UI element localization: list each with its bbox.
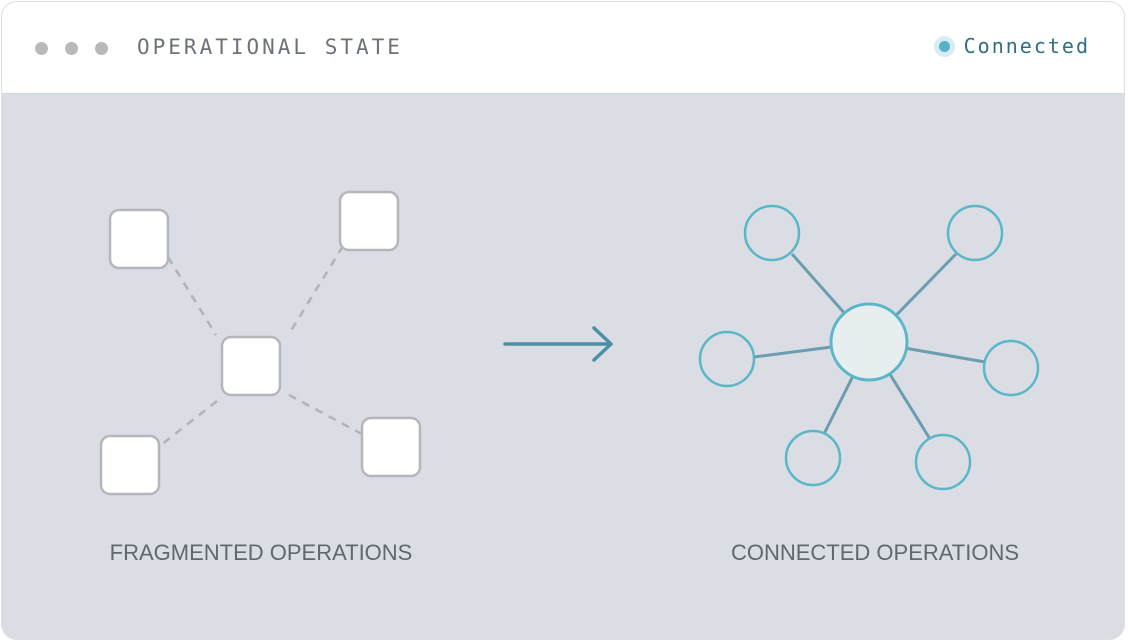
operations-diagram: [99, 190, 1040, 496]
title-bar: OPERATIONAL STATE Connected: [2, 2, 1124, 94]
square-node: [108, 208, 170, 270]
status-indicator: Connected: [938, 34, 1090, 58]
fragmented-links: [160, 245, 363, 446]
square-node-hub: [220, 335, 282, 397]
window-dot-icon[interactable]: [95, 42, 108, 55]
dashed-link: [160, 400, 218, 446]
diagram-canvas: FRAGMENTED OPERATIONS CONNECTED OPERATIO…: [2, 94, 1124, 639]
dashed-link: [288, 393, 363, 436]
window-title: OPERATIONAL STATE: [137, 35, 403, 59]
circle-node: [982, 339, 1040, 397]
square-node: [338, 190, 400, 252]
square-node: [360, 416, 422, 478]
status-dot-icon: [938, 40, 950, 52]
window-dot-icon[interactable]: [35, 42, 48, 55]
status-text: Connected: [963, 34, 1090, 58]
circle-node: [784, 429, 842, 487]
fragmented-nodes: [99, 190, 422, 496]
square-node: [99, 434, 161, 496]
circle-node: [946, 204, 1004, 262]
arrow-right-icon: [503, 326, 613, 362]
connected-label: CONNECTED OPERATIONS: [730, 540, 1020, 565]
circle-node: [698, 330, 756, 388]
window-dot-icon[interactable]: [65, 42, 78, 55]
dashed-link: [287, 245, 345, 335]
connected-nodes: [698, 204, 1040, 491]
fragmented-label: FRAGMENTED OPERATIONS: [109, 540, 413, 565]
dashed-link: [166, 256, 218, 336]
circle-node: [743, 204, 801, 262]
circle-node-hub: [829, 302, 909, 382]
circle-node: [914, 433, 972, 491]
